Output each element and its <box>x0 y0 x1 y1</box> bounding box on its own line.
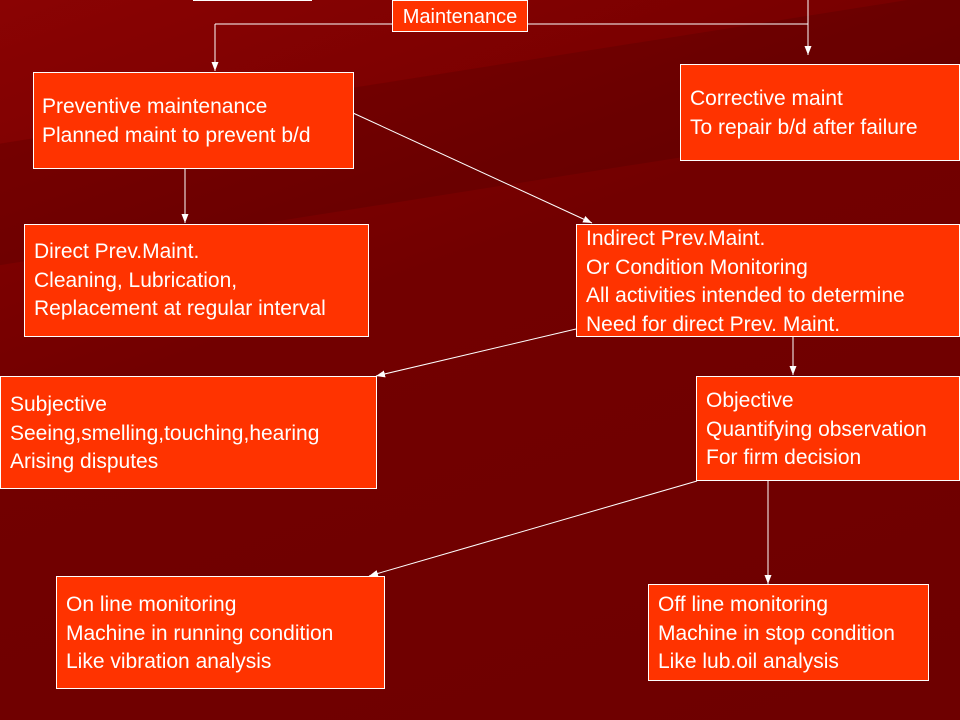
direct-line2: Cleaning, Lubrication, <box>34 268 238 292</box>
corrective-maintenance-node: Corrective maint To repair b/d after fai… <box>680 64 960 161</box>
corrective-title: Corrective maint <box>690 87 843 110</box>
online-monitoring-node: On line monitoring Machine in running co… <box>56 576 385 689</box>
online-title: On line monitoring <box>66 593 237 616</box>
direct-line3: Replacement at regular interval <box>34 297 326 320</box>
preventive-maintenance-node: Preventive maintenance Planned maint to … <box>33 72 354 169</box>
preventive-title: Preventive maintenance <box>42 95 268 118</box>
offline-line2: Machine in stop condition <box>658 621 895 645</box>
subjective-line2: Seeing,smelling,touching,hearing <box>10 421 320 445</box>
maintenance-node: Maintenance <box>392 0 528 32</box>
offline-title: Off line monitoring <box>658 593 829 616</box>
direct-title: Direct Prev.Maint. <box>34 240 200 263</box>
preventive-desc: Planned maint to prevent b/d <box>42 123 311 147</box>
arrow-objective-to-online <box>368 480 698 577</box>
arrow-indirect-to-subjective <box>375 328 577 378</box>
direct-prev-maint-node: Direct Prev.Maint. Cleaning, Lubrication… <box>24 224 369 337</box>
offline-monitoring-node: Off line monitoring Machine in stop cond… <box>648 584 929 681</box>
objective-node: Objective Quantifying observation For fi… <box>696 376 960 481</box>
objective-line3: For firm decision <box>706 446 862 469</box>
online-line3: Like vibration analysis <box>66 650 272 673</box>
maintenance-label: Maintenance <box>402 6 518 28</box>
indirect-prev-maint-node: Indirect Prev.Maint. Or Condition Monito… <box>576 224 960 337</box>
offline-line3: Like lub.oil analysis <box>658 650 839 673</box>
arrow-preventive-to-indirect <box>352 112 593 224</box>
objective-line2: Quantifying observation <box>706 417 927 441</box>
indirect-line3: All activities intended to determine <box>586 284 905 307</box>
online-line2: Machine in running condition <box>66 621 334 645</box>
objective-title: Objective <box>706 389 794 412</box>
subjective-line3: Arising disputes <box>10 450 159 473</box>
indirect-line2: Or Condition Monitoring <box>586 255 808 279</box>
subjective-node: Subjective Seeing,smelling,touching,hear… <box>0 376 377 489</box>
subjective-title: Subjective <box>10 393 107 416</box>
indirect-title: Indirect Prev.Maint. <box>586 227 766 250</box>
corrective-desc: To repair b/d after failure <box>690 115 918 139</box>
indirect-line4: Need for direct Prev. Maint. <box>586 312 841 336</box>
